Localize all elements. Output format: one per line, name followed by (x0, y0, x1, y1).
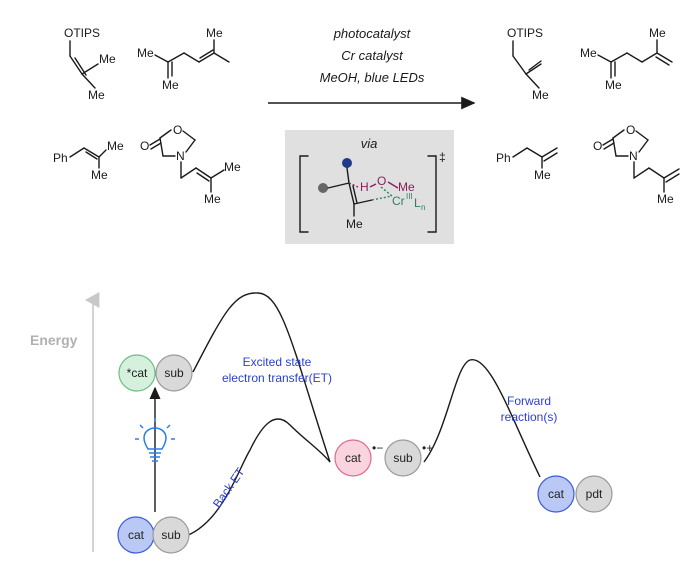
product-diene: Me Me Me (580, 26, 673, 92)
excited-et-label-line1: Excited state (243, 355, 312, 369)
double-dagger: ‡ (439, 150, 446, 164)
radical-sub-label: sub (393, 451, 413, 465)
n-label: N (629, 149, 638, 163)
excited-sub-circle (155, 354, 193, 392)
me-label: Me (649, 26, 666, 40)
radical-cat-circle (334, 439, 372, 477)
light-bulb-icon (135, 418, 175, 462)
me-label: Me (657, 192, 674, 206)
radical-sub-circle (384, 439, 422, 477)
me-label: Me (137, 46, 154, 60)
product-phenyl-alkene: Ph Me (496, 147, 558, 182)
n-label: N (176, 149, 185, 163)
ligand-label: L (414, 196, 421, 210)
o-label: O (377, 174, 386, 188)
me-label: Me (534, 168, 551, 182)
product-pair: cat pdt (537, 475, 613, 513)
ground-sub-circle (152, 516, 190, 554)
forward-label-line1: Forward (507, 394, 551, 408)
right-bracket (427, 155, 437, 233)
me-label: Me (107, 139, 124, 153)
transition-state-box: via ‡ H O Me Cr III L n Me (285, 130, 454, 244)
reactant-oxazolidinone: O O N Me Me (140, 123, 241, 206)
excited-sub-label: sub (164, 366, 184, 380)
back-et-curve (185, 418, 331, 537)
me-label: Me (532, 88, 549, 102)
otips-label: OTIPS (64, 26, 100, 40)
condition-solvent-light: MeOH, blue LEDs (320, 70, 425, 85)
back-et-label: Back ET (210, 465, 248, 511)
me-label: Me (398, 180, 415, 194)
excited-cat-label: *cat (127, 366, 148, 380)
me-label: Me (91, 168, 108, 182)
forward-reaction-curve (423, 359, 541, 478)
product-allyl-silyl-ether: OTIPS Me (507, 26, 549, 102)
ground-sub-label: sub (161, 528, 181, 542)
final-pdt-circle (575, 475, 613, 513)
final-cat-label: cat (548, 487, 565, 501)
ground-cat-label: cat (128, 528, 145, 542)
product-oxazolidinone: O O N Me (593, 123, 680, 206)
h-label: H (360, 180, 369, 194)
left-bracket (299, 155, 309, 233)
excited-cat-circle (118, 354, 156, 392)
substituent-dot-blue (342, 158, 352, 168)
o-label: O (173, 123, 182, 137)
me-label: Me (224, 160, 241, 174)
o-label: O (626, 123, 635, 137)
me-label: Me (162, 78, 179, 92)
otips-label: OTIPS (507, 26, 543, 40)
reactant-silyl-enol-ether: OTIPS Me Me (64, 26, 116, 102)
me-label: Me (346, 217, 363, 231)
radical-cat-label: cat (345, 451, 362, 465)
ts-background (285, 130, 454, 244)
excited-et-label-line2: electron transfer(ET) (222, 371, 332, 385)
me-label: Me (206, 26, 223, 40)
ground-state-pair: cat sub (117, 516, 190, 554)
cr-label: Cr (392, 194, 405, 208)
reaction-conditions: photocatalyst Cr catalyst MeOH, blue LED… (320, 26, 425, 85)
condition-photocatalyst: photocatalyst (333, 26, 412, 41)
forward-label-line2: reaction(s) (501, 410, 558, 424)
via-label: via (361, 136, 378, 151)
reactant-phenyl-alkene: Ph Me Me (53, 139, 124, 182)
final-pdt-label: pdt (586, 487, 603, 501)
condition-cr-catalyst: Cr catalyst (341, 48, 404, 63)
me-label: Me (88, 88, 105, 102)
energy-axis-label: Energy (30, 332, 78, 348)
excited-et-curve (192, 292, 331, 463)
o-label: O (593, 139, 602, 153)
radical-anion-charge: •− (372, 441, 383, 455)
me-label: Me (204, 192, 221, 206)
me-label: Me (580, 46, 597, 60)
substituent-dot-gray (318, 183, 328, 193)
ph-label: Ph (496, 151, 511, 165)
me-label: Me (605, 78, 622, 92)
final-cat-circle (537, 475, 575, 513)
radical-cation-charge: •+ (422, 441, 433, 455)
radical-ion-pair: cat •− sub •+ (334, 439, 433, 477)
me-label: Me (99, 52, 116, 66)
o-label: O (140, 139, 149, 153)
ph-label: Ph (53, 151, 68, 165)
reactant-diene: Me Me Me (137, 26, 230, 92)
ligand-count-label: n (421, 203, 425, 212)
cr-oxidation-label: III (406, 192, 413, 201)
excited-state-pair: *cat sub (118, 354, 193, 392)
